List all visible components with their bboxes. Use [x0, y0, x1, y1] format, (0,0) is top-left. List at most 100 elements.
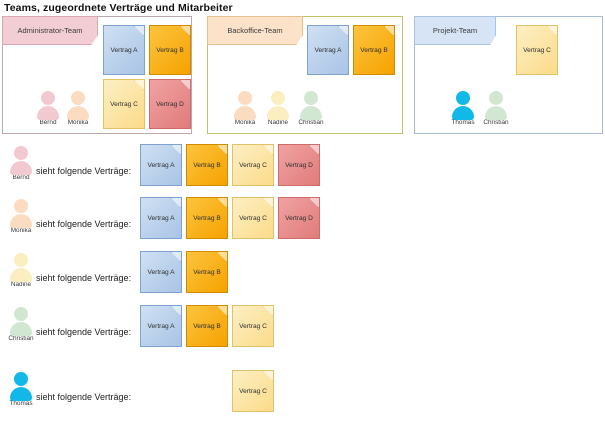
page-fold-icon [384, 26, 394, 36]
person-body-icon [10, 161, 32, 175]
person-head-icon [71, 91, 85, 105]
person-body-icon [10, 214, 32, 228]
contract-card[interactable]: Vertrag A [103, 25, 145, 75]
person-avatar[interactable]: Christian [479, 91, 513, 127]
page-fold-icon [180, 26, 190, 36]
person-body-icon [300, 106, 322, 120]
contract-card[interactable]: Vertrag A [307, 25, 349, 75]
person-head-icon [304, 91, 318, 105]
contract-label: Vertrag C [239, 161, 267, 169]
contract-card[interactable]: Vertrag C [232, 144, 274, 186]
page-fold-icon [309, 198, 319, 208]
person-body-icon [452, 106, 474, 120]
person-avatar[interactable]: Monika [4, 199, 38, 235]
person-avatar[interactable]: Bernd [4, 146, 38, 182]
contract-label: Vertrag C [523, 46, 551, 54]
contract-card[interactable]: Vertrag B [149, 25, 191, 75]
person-body-icon [485, 106, 507, 120]
team-name-label: Administrator-Team [17, 26, 83, 35]
contract-card[interactable]: Vertrag B [186, 144, 228, 186]
person-avatar[interactable]: Monika [61, 91, 95, 127]
contract-card[interactable]: Vertrag C [516, 25, 558, 75]
person-avatar[interactable]: Christian [294, 91, 328, 127]
person-name: Monika [67, 119, 89, 126]
contract-label: Vertrag A [147, 161, 175, 169]
contract-label: Vertrag A [147, 322, 175, 330]
person-body-icon [267, 106, 289, 120]
person-icon [31, 91, 65, 120]
person-icon [4, 199, 38, 228]
contract-label: Vertrag B [193, 161, 221, 169]
contract-card[interactable]: Vertrag A [140, 305, 182, 347]
person-icon [4, 146, 38, 175]
page-fold-icon [309, 145, 319, 155]
person-name: Thomas [451, 119, 475, 126]
contract-card[interactable]: Vertrag B [353, 25, 395, 75]
contract-label: Vertrag A [110, 46, 138, 54]
team-name-label: Projekt-Team [432, 26, 478, 35]
person-avatar[interactable]: Monika [228, 91, 262, 127]
contract-card[interactable]: Vertrag A [140, 197, 182, 239]
page-fold-icon [263, 198, 273, 208]
person-body-icon [10, 268, 32, 282]
person-name: Christian [8, 335, 34, 342]
person-avatar[interactable]: Nadine [4, 253, 38, 289]
contract-label: Vertrag D [285, 214, 313, 222]
contract-card[interactable]: Vertrag B [186, 305, 228, 347]
contract-label: Vertrag D [156, 100, 184, 108]
contract-label: Vertrag B [156, 46, 184, 54]
contract-card[interactable]: Vertrag C [232, 370, 274, 412]
contract-label: Vertrag A [314, 46, 342, 54]
contract-label: Vertrag B [193, 268, 221, 276]
contract-label: Vertrag C [110, 100, 138, 108]
contract-card[interactable]: Vertrag C [232, 197, 274, 239]
contract-card[interactable]: Vertrag D [149, 79, 191, 129]
contract-card[interactable]: Vertrag A [140, 144, 182, 186]
person-head-icon [238, 91, 252, 105]
person-avatar[interactable]: Thomas [4, 372, 38, 408]
sees-contracts-label: sieht folgende Verträge: [36, 166, 132, 176]
page-fold-icon [171, 145, 181, 155]
contract-card[interactable]: Vertrag D [278, 144, 320, 186]
contract-card[interactable]: Vertrag B [186, 251, 228, 293]
person-head-icon [14, 307, 28, 321]
page-fold-icon [263, 145, 273, 155]
person-body-icon [10, 322, 32, 336]
person-head-icon [271, 91, 285, 105]
page-fold-icon [338, 26, 348, 36]
contract-card[interactable]: Vertrag B [186, 197, 228, 239]
contract-card[interactable]: Vertrag A [140, 251, 182, 293]
person-avatar[interactable]: Nadine [261, 91, 295, 127]
person-icon [294, 91, 328, 120]
person-body-icon [10, 387, 32, 401]
contract-label: Vertrag A [147, 268, 175, 276]
person-name: Monika [234, 119, 256, 126]
person-icon [4, 253, 38, 282]
contract-card[interactable]: Vertrag D [278, 197, 320, 239]
person-avatar[interactable]: Thomas [446, 91, 480, 127]
person-avatar[interactable]: Bernd [31, 91, 65, 127]
contract-card[interactable]: Vertrag C [103, 79, 145, 129]
page-fold-icon [263, 371, 273, 381]
contract-label: Vertrag B [193, 214, 221, 222]
person-name: Christian [298, 119, 324, 126]
person-name: Thomas [9, 400, 33, 407]
person-icon [228, 91, 262, 120]
contract-label: Vertrag C [239, 214, 267, 222]
sees-contracts-label: sieht folgende Verträge: [36, 392, 132, 402]
contract-label: Vertrag D [285, 161, 313, 169]
person-head-icon [456, 91, 470, 105]
contract-label: Vertrag C [239, 387, 267, 395]
contract-card[interactable]: Vertrag C [232, 305, 274, 347]
page-fold-icon [263, 306, 273, 316]
team-name-tag: Backoffice-Team [207, 16, 303, 45]
page-fold-icon [217, 145, 227, 155]
person-icon [446, 91, 480, 120]
person-avatar[interactable]: Christian [4, 307, 38, 343]
